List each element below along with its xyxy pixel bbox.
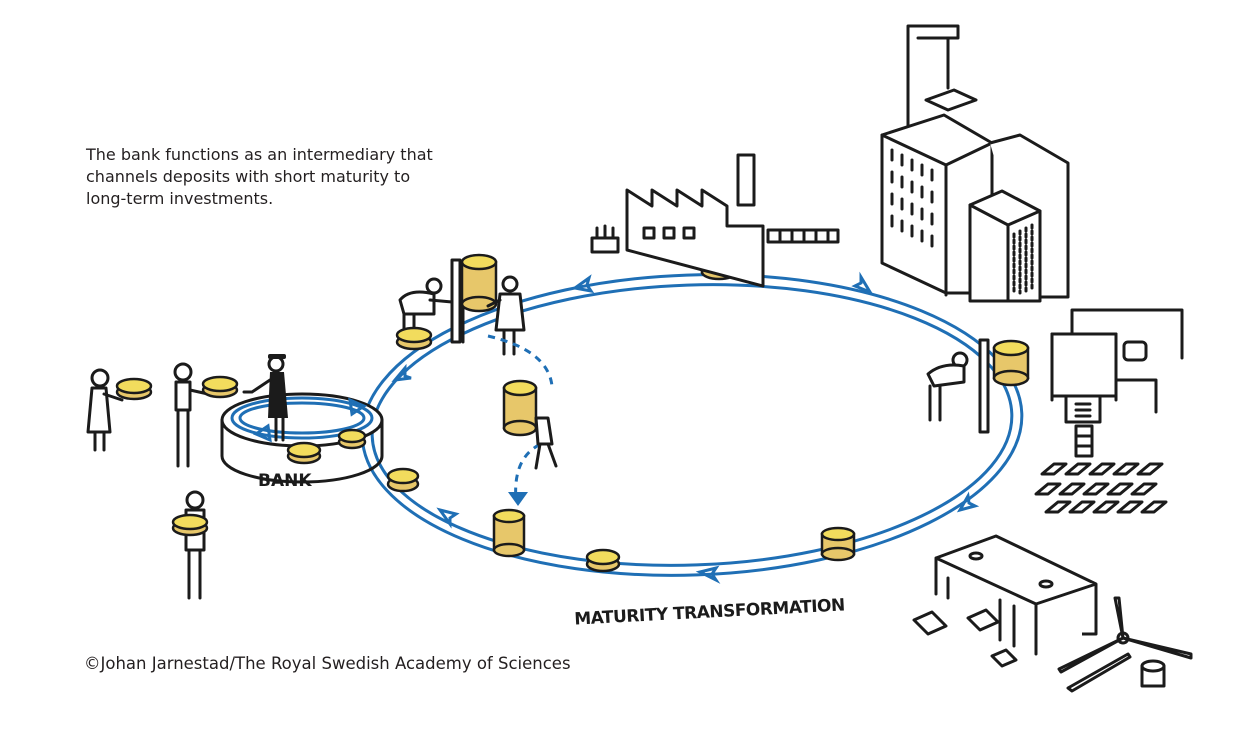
flow-arrow-icon: [391, 271, 980, 584]
description-text: The bank functions as an intermediary th…: [86, 145, 433, 208]
borrower-figure: [398, 277, 454, 336]
industrial-plant-icon: [912, 534, 1166, 688]
coin-stack-icon: [286, 428, 367, 465]
building-windows: [890, 148, 1034, 296]
wind-turbine-icon: [1057, 596, 1193, 693]
machinery-icon: [1050, 308, 1184, 458]
depositor-woman: [86, 368, 153, 452]
office-buildings-icon: [880, 24, 1070, 303]
banker-figure: [242, 354, 288, 442]
coin-stack-icon: [395, 253, 498, 351]
depositor-with-bag: [171, 490, 209, 600]
bank-label: BANK: [258, 471, 312, 491]
credit-text: ©Johan Jarnestad/The Royal Swedish Acade…: [84, 654, 571, 673]
lender-figure: [486, 275, 526, 356]
barrel-icon: [912, 608, 1166, 688]
depositor-man: [173, 362, 239, 468]
factory-icon: [590, 153, 840, 288]
arrow-down-icon: [508, 492, 528, 506]
maturity-transformation-label: MATURITY TRANSFORMATION: [574, 595, 845, 629]
worker-figure: [926, 338, 1030, 434]
coin-carrier-figure: [502, 379, 558, 470]
withdrawal-dashed-arrow: [487, 334, 554, 501]
solar-panels-icon: [1034, 462, 1168, 514]
